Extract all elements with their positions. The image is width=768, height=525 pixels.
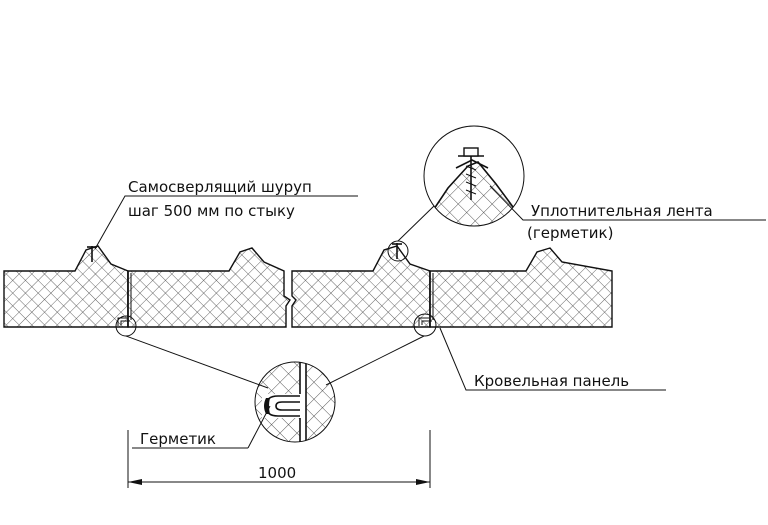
tape-sealant-label: (герметик): [527, 224, 613, 242]
screw-label: Самосверлящий шуруп: [128, 178, 312, 196]
tape-detail-magnified: [423, 125, 525, 227]
roof-panel-right: [291, 245, 613, 328]
sealant-joint-detail-right: [413, 313, 437, 337]
panel-joints: [127, 271, 434, 327]
roof-panel-left: [3, 245, 291, 328]
tape-label: Уплотнительная лента: [531, 202, 713, 220]
dimension-line: [127, 430, 431, 488]
dimension-value: 1000: [258, 464, 296, 482]
sealant-label: Герметик: [140, 430, 216, 448]
screw-pitch-label: шаг 500 мм по стыку: [128, 202, 295, 220]
screw-icon: [87, 246, 97, 262]
leader-lines: [94, 185, 766, 449]
sealant-detail-magnified: [254, 361, 336, 443]
panel-label: Кровельная панель: [474, 372, 629, 390]
